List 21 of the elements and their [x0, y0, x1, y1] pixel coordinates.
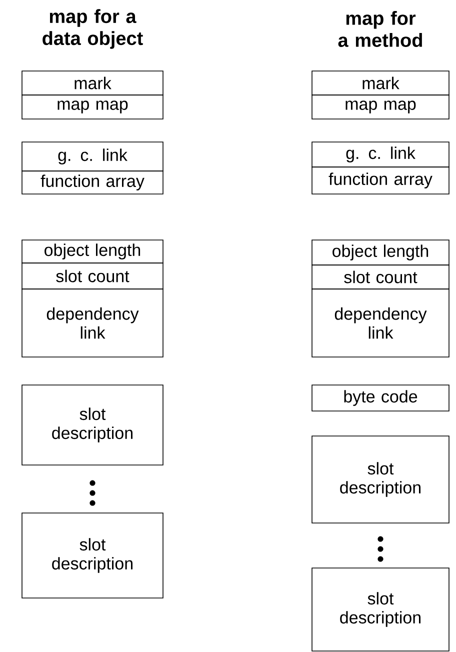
- memory-cell: g. c. link: [312, 142, 450, 168]
- memory-cell: g. c. link: [22, 142, 164, 172]
- memory-cell: mark: [22, 70, 164, 96]
- column-title: map for a method: [338, 11, 422, 47]
- memory-cell: slot description: [312, 568, 450, 652]
- memory-cell: slot count: [22, 262, 164, 290]
- memory-cell: byte code: [312, 384, 450, 412]
- memory-cell: slot description: [312, 436, 450, 524]
- memory-cell: dependency link: [312, 288, 450, 358]
- memory-cell: slot description: [22, 512, 164, 598]
- memory-cell: function array: [312, 166, 450, 194]
- memory-cell: map map: [22, 94, 164, 120]
- memory-cell: object length: [22, 240, 164, 264]
- memory-cell: object length: [312, 240, 450, 266]
- column-title: map for a data object: [42, 9, 143, 49]
- memory-cell: map map: [312, 94, 450, 120]
- memory-cell: dependency link: [22, 288, 164, 358]
- memory-cell: function array: [22, 170, 164, 194]
- memory-cell: mark: [312, 70, 450, 96]
- memory-cell: slot description: [22, 384, 164, 466]
- memory-cell: slot count: [312, 264, 450, 290]
